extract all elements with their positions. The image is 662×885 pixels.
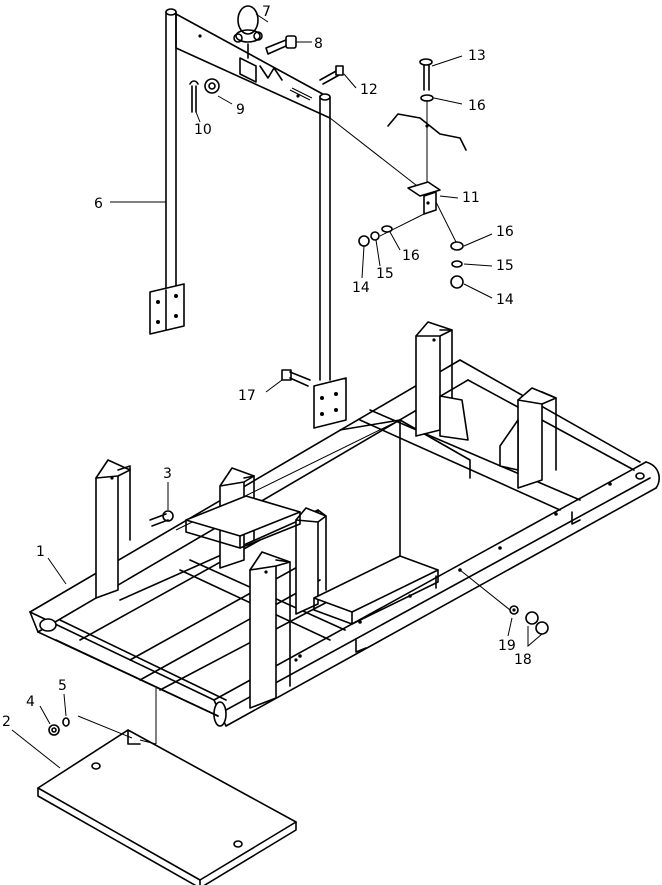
callout-6: 6 <box>94 196 103 212</box>
callout-3: 3 <box>163 466 172 482</box>
callout-16: 16 <box>468 98 486 114</box>
callout-labels: 1 2 3 4 5 6 7 8 9 10 11 12 13 14 14 15 1… <box>2 4 532 730</box>
leader-lines <box>11 13 543 769</box>
bracket-assembly <box>358 58 467 289</box>
post-front-left <box>95 459 131 599</box>
callout-16: 16 <box>496 224 514 240</box>
mast-frame <box>149 8 431 429</box>
cotter-pin <box>189 80 199 113</box>
callout-9: 9 <box>236 102 245 118</box>
nut-19 <box>459 569 519 615</box>
bolt-17 <box>281 369 311 387</box>
callout-19: 19 <box>498 638 516 654</box>
bolt-12 <box>319 65 344 85</box>
callout-16: 16 <box>402 248 420 264</box>
callout-15: 15 <box>496 258 514 274</box>
callout-1: 1 <box>36 544 45 560</box>
post-center <box>295 507 327 615</box>
callout-11: 11 <box>462 190 480 206</box>
callout-5: 5 <box>58 678 67 694</box>
shackle <box>233 5 263 59</box>
nut-18 <box>525 611 549 635</box>
post-rear-right <box>499 387 557 489</box>
seat-pad-left <box>185 495 301 549</box>
post-front-right <box>249 551 298 709</box>
callout-13: 13 <box>468 48 486 64</box>
callout-10: 10 <box>194 122 212 138</box>
callout-7: 7 <box>262 4 271 20</box>
washer-5 <box>62 717 70 727</box>
nut <box>204 78 220 94</box>
post-rear-left <box>415 321 469 441</box>
bolt-3 <box>149 510 174 527</box>
callout-14: 14 <box>352 280 370 296</box>
callout-17: 17 <box>238 388 256 404</box>
nut-4 <box>48 724 60 736</box>
seat-pad-right <box>313 555 439 625</box>
cover-plate <box>37 688 297 885</box>
callout-8: 8 <box>314 36 323 52</box>
bolt <box>265 35 297 55</box>
callout-4: 4 <box>26 694 35 710</box>
callout-14: 14 <box>496 292 514 308</box>
callout-2: 2 <box>2 714 11 730</box>
callout-12: 12 <box>360 82 378 98</box>
callout-18: 18 <box>514 652 532 668</box>
callout-15: 15 <box>376 266 394 282</box>
